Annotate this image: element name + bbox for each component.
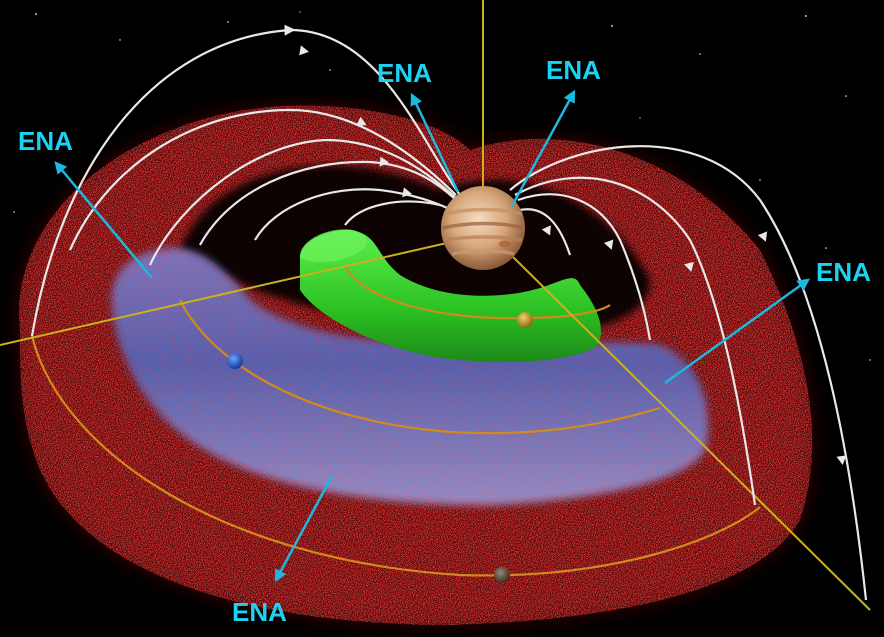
ena-arrow-top-left [410,92,460,193]
outer-orbit [30,335,761,577]
ena-label-left: ENA [18,126,73,156]
ena-arrows [54,89,811,583]
field-line-mid-right-2 [517,193,652,341]
field-line-outer-left [30,24,461,337]
field-line-inner-right [519,208,572,256]
jupiter [441,186,525,270]
ena-arrow-top-right [510,89,576,207]
equator-axis-right [507,251,871,611]
moon-orbits [30,264,761,577]
europa-moon [227,353,243,369]
plasma-torus-middle [111,248,708,505]
ena-label-bottom: ENA [232,597,287,627]
ena-arrow-bottom [274,475,334,583]
gas-torus-inner [299,229,601,362]
field-line-arrows [299,45,847,465]
ena-labels: ENA ENA ENA ENA ENA [18,55,871,627]
field-line-inner-left-3 [344,200,441,226]
ena-label-right: ENA [816,257,871,287]
ena-label-top-left: ENA [377,58,432,88]
inner-orbit [343,264,611,320]
middle-orbit [179,299,661,435]
ena-arrow-left [54,161,153,279]
reference-axes [0,0,871,611]
ganymede-moon [494,567,510,583]
equator-axis-left [0,239,461,346]
magnetic-field-lines [30,24,868,601]
field-line-mid-right-1 [514,176,757,506]
field-line-outer-right [509,145,868,601]
field-line-mid-left-2 [149,138,457,266]
field-line-mid-left [68,108,457,251]
io-moon [517,312,533,328]
field-line-inner-left-1 [199,160,457,246]
ena-arrow-right [664,278,811,385]
ena-label-top-right: ENA [546,55,601,85]
